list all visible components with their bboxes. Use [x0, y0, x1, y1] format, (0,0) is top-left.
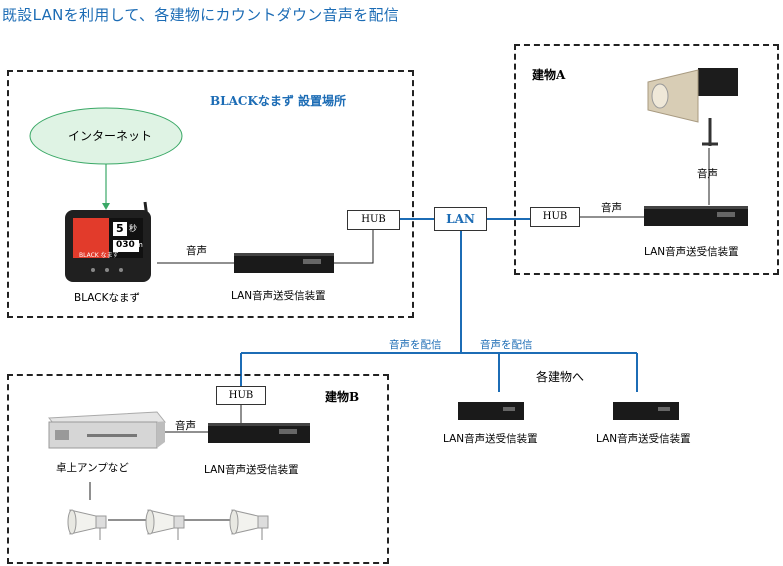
- screen-brand: BLACK なまず: [79, 252, 119, 259]
- screen-count-unit: 秒: [129, 224, 137, 233]
- other-buildings-label: 各建物へ: [536, 370, 585, 384]
- desk-amp: [48, 411, 166, 449]
- zone-main-site: [7, 70, 414, 318]
- audio-label-speaker-a: 音声: [697, 168, 718, 180]
- lan-device-b-label: LAN音声送受信装置: [204, 464, 299, 476]
- lan-device-b: [208, 423, 310, 443]
- page-title: 既設LANを利用して、各建物にカウントダウン音声を配信: [2, 6, 400, 24]
- lan-device-other-1-label: LAN音声送受信装置: [443, 433, 538, 445]
- distribute-label-2: 音声を配信: [480, 339, 533, 351]
- horn-speaker-a: [647, 68, 738, 146]
- hub-building-b: HUB: [216, 386, 266, 405]
- zone-building-a: [514, 44, 779, 275]
- lan-device-main: [234, 253, 334, 273]
- lan-node: LAN: [434, 207, 487, 231]
- screen-sub-unit: m: [136, 241, 143, 249]
- lan-device-other-2: [613, 402, 679, 420]
- lan-device-other-1: [458, 402, 524, 420]
- horn-speaker-b-2: [145, 509, 185, 540]
- hub-building-a: HUB: [530, 207, 580, 227]
- screen-sub-value: 030: [116, 240, 135, 250]
- lan-device-main-label: LAN音声送受信装置: [231, 290, 326, 302]
- lan-device-a: [644, 206, 748, 226]
- horn-speaker-b-1: [67, 509, 107, 540]
- distribute-label-1: 音声を配信: [389, 339, 442, 351]
- device-to-hub-line: [333, 229, 374, 264]
- hub-main: HUB: [347, 210, 400, 230]
- internet-label: インターネット: [68, 129, 153, 143]
- arrow-head: [102, 203, 110, 210]
- black-namazu-graphic: [65, 201, 151, 282]
- black-namazu-device: 5 秒 030 m BLACK なまず: [63, 198, 155, 284]
- audio-label-a: 音声: [601, 202, 622, 214]
- zone-building-b-label: 建物B: [325, 390, 360, 404]
- lan-device-a-label: LAN音声送受信装置: [644, 246, 739, 258]
- lan-device-other-2-label: LAN音声送受信装置: [596, 433, 691, 445]
- audio-label-main: 音声: [186, 245, 207, 257]
- audio-label-b: 音声: [175, 420, 196, 432]
- black-namazu-label: BLACKなまず: [74, 292, 141, 304]
- zone-building-b: [7, 374, 389, 564]
- zone-building-a-label: 建物A: [532, 68, 566, 82]
- desk-amp-label: 卓上アンプなど: [56, 462, 129, 474]
- screen-count: 5: [116, 222, 124, 235]
- horn-speaker-b-3: [229, 509, 269, 540]
- zone-main-site-label: BLACKなまず 設置場所: [210, 94, 347, 108]
- internet-cloud: [29, 107, 183, 165]
